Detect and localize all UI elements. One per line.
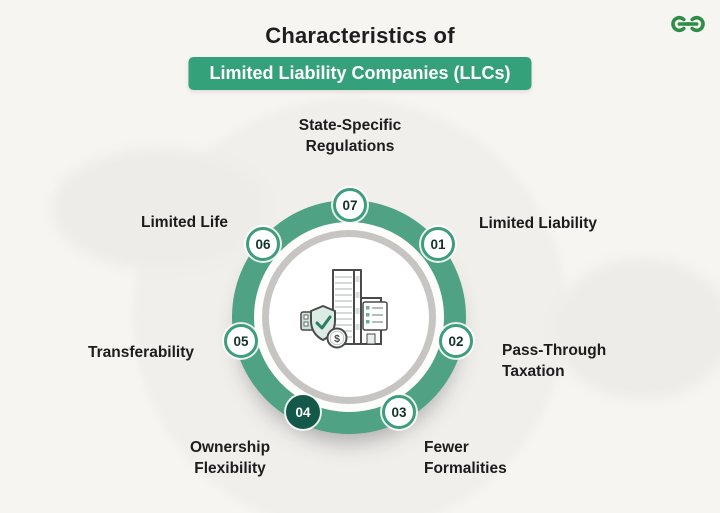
llc-badge: Limited Liability Companies (LLCs) bbox=[188, 57, 532, 90]
label-state-specific-regulations: State-Specific Regulations bbox=[298, 117, 402, 156]
node-06-number: 06 bbox=[255, 236, 271, 252]
node-02: 02 bbox=[439, 324, 473, 358]
node-04: 04 bbox=[286, 395, 320, 429]
node-05: 05 bbox=[224, 324, 258, 358]
node-04-number: 04 bbox=[295, 404, 311, 420]
label-ownership-flexibility: Ownership Flexibility bbox=[189, 439, 271, 478]
svg-text:$: $ bbox=[334, 333, 340, 345]
label-pass-through-taxation: Pass-Through Taxation bbox=[502, 342, 607, 381]
document-icon bbox=[362, 301, 388, 331]
node-05-number: 05 bbox=[233, 333, 249, 349]
page-title: Characteristics of bbox=[265, 23, 455, 48]
decor-blob-right bbox=[553, 258, 720, 400]
dollar-coin-icon: $ bbox=[326, 327, 348, 349]
decor-blob-left bbox=[52, 148, 267, 270]
geeksforgeeks-logo-icon bbox=[669, 13, 707, 35]
node-01-number: 01 bbox=[430, 236, 446, 252]
llc-building-illustration-icon: $ bbox=[297, 262, 401, 366]
node-01: 01 bbox=[421, 227, 455, 261]
node-03-number: 03 bbox=[391, 404, 407, 420]
node-02-number: 02 bbox=[448, 333, 464, 349]
node-03: 03 bbox=[382, 395, 416, 429]
label-limited-life: Limited Life bbox=[141, 214, 228, 231]
node-07: 07 bbox=[333, 188, 367, 222]
node-06: 06 bbox=[246, 227, 280, 261]
node-07-number: 07 bbox=[342, 197, 358, 213]
label-limited-liability: Limited Liability bbox=[479, 215, 597, 232]
label-fewer-formalities: Fewer Formalities bbox=[424, 439, 507, 478]
label-transferability: Transferability bbox=[88, 344, 194, 361]
